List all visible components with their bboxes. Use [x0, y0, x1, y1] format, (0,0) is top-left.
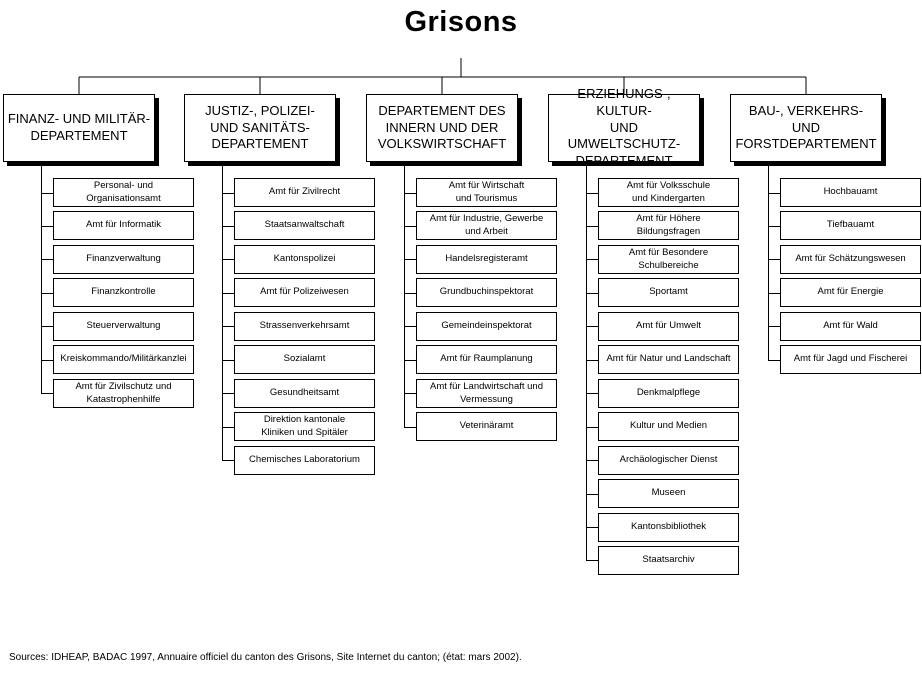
office-box: Kreiskommando/Militärkanzlei [53, 345, 194, 374]
office-box: Strassenverkehrsamt [234, 312, 375, 341]
office-box: Amt für Zivilschutz und Katastrophenhilf… [53, 379, 194, 408]
office-box: Amt für Landwirtschaft und Vermessung [416, 379, 557, 408]
office-box: Finanzverwaltung [53, 245, 194, 274]
office-box: Chemisches Laboratorium [234, 446, 375, 475]
department-box: DEPARTEMENT DES INNERN UND DER VOLKSWIRT… [366, 94, 518, 162]
department-box: FINANZ- UND MILITÄR- DEPARTEMENT [3, 94, 155, 162]
office-box: Handelsregisteramt [416, 245, 557, 274]
office-box: Amt für Schätzungswesen [780, 245, 921, 274]
office-box: Amt für Informatik [53, 211, 194, 240]
office-box: Amt für Polizeiwesen [234, 278, 375, 307]
office-box: Staatsarchiv [598, 546, 739, 575]
office-box: Denkmalpflege [598, 379, 739, 408]
office-box: Amt für Umwelt [598, 312, 739, 341]
office-box: Amt für Jagd und Fischerei [780, 345, 921, 374]
office-box: Museen [598, 479, 739, 508]
office-box: Amt für Natur und Landschaft [598, 345, 739, 374]
chart-title: Grisons [404, 6, 518, 38]
department-box: JUSTIZ-, POLIZEI- UND SANITÄTS- DEPARTEM… [184, 94, 336, 162]
office-box: Direktion kantonale Kliniken und Spitäle… [234, 412, 375, 441]
office-box: Sportamt [598, 278, 739, 307]
source-note: Sources: IDHEAP, BADAC 1997, Annuaire of… [9, 652, 522, 663]
office-box: Kultur und Medien [598, 412, 739, 441]
office-box: Kantonsbibliothek [598, 513, 739, 542]
office-box: Amt für Wald [780, 312, 921, 341]
office-box: Gesundheitsamt [234, 379, 375, 408]
department-box: BAU-, VERKEHRS- UND FORSTDEPARTEMENT [730, 94, 882, 162]
office-box: Amt für Raumplanung [416, 345, 557, 374]
office-box: Staatsanwaltschaft [234, 211, 375, 240]
office-box: Amt für Wirtschaft und Tourismus [416, 178, 557, 207]
department-box: ERZIEHUNGS-, KULTUR- UND UMWELTSCHUTZ- D… [548, 86, 700, 168]
office-box: Finanzkontrolle [53, 278, 194, 307]
office-box: Tiefbauamt [780, 211, 921, 240]
office-box: Amt für Volksschule und Kindergarten [598, 178, 739, 207]
office-box: Steuerverwaltung [53, 312, 194, 341]
office-box: Personal- und Organisationsamt [53, 178, 194, 207]
office-box: Amt für Energie [780, 278, 921, 307]
office-box: Amt für Zivilrecht [234, 178, 375, 207]
office-box: Hochbauamt [780, 178, 921, 207]
office-box: Archäologischer Dienst [598, 446, 739, 475]
office-box: Amt für Industrie, Gewerbe und Arbeit [416, 211, 557, 240]
office-box: Sozialamt [234, 345, 375, 374]
office-box: Amt für Höhere Bildungsfragen [598, 211, 739, 240]
office-box: Amt für Besondere Schulbereiche [598, 245, 739, 274]
office-box: Grundbuchinspektorat [416, 278, 557, 307]
office-box: Gemeindeinspektorat [416, 312, 557, 341]
office-box: Kantonspolizei [234, 245, 375, 274]
office-box: Veterinäramt [416, 412, 557, 441]
